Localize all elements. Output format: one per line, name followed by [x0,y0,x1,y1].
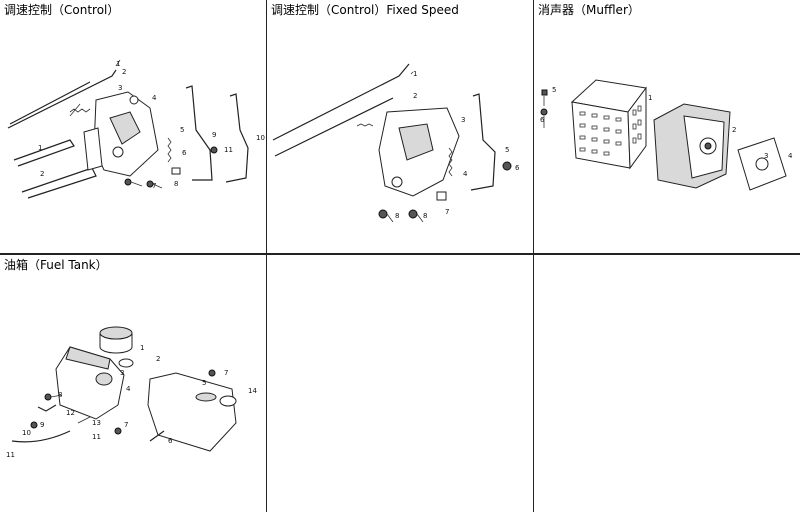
callout-label: 6 [515,164,520,172]
panel-title: 消声器（Muffler） [538,3,640,17]
control-fixed-drawing: 1 2 3 4 5 6 7 8 8 [272,63,520,223]
callout-label: 9 [212,131,216,139]
callout-label: 11 [6,451,15,459]
panel-control-fixed-speed: 调速控制（Control）Fixed Speed 1 2 3 4 5 6 7 8… [267,0,533,253]
callout-label: 3 [764,152,768,160]
callout-label: 7 [224,369,228,377]
panel-control: 调速控制（Control） 1 2 3 4 1 2 5 6 7 [0,0,266,253]
callout-label: 4 [788,152,793,160]
callout-label: 10 [256,134,265,142]
callout-label: 7 [445,208,449,216]
callout-label: 4 [126,385,131,393]
callout-label: 2 [413,92,417,100]
panel-title: 调速控制（Control）Fixed Speed [271,3,459,17]
muffler-drawing: 5 6 1 2 3 4 [540,79,793,191]
callout-label: 4 [463,170,468,178]
control-lever-9 [185,85,213,181]
callout-label: 8 [395,212,399,220]
callout-label: 8 [174,180,178,188]
panel-empty-1 [267,255,533,512]
callout-label: 1 [413,70,417,78]
fixed-rod-2 [274,97,394,157]
callout-label: 12 [66,409,75,417]
callout-label: 2 [40,170,44,178]
callout-label: 7 [124,421,128,429]
fuel-tank-drawing: 1 2 3 4 5 6 7 8 9 10 11 11 12 13 14 7 [6,326,257,459]
control-rod-1 [7,69,117,129]
panel-muffler: 消声器（Muffler） 5 6 1 2 3 4 [534,0,800,253]
callout-label: 8 [423,212,427,220]
callout-label: 11 [224,146,233,154]
callout-label: 1 [648,94,652,102]
control-drawing: 1 2 3 4 1 2 5 6 7 8 9 10 11 [7,59,265,199]
callout-label: 14 [248,387,257,395]
callout-label: 5 [202,379,206,387]
callout-label: 13 [92,419,101,427]
callout-label: 1 [38,144,42,152]
fixed-rod-1 [272,63,410,141]
callout-label: 9 [40,421,44,429]
panel-title: 调速控制（Control） [4,3,120,17]
divider-vertical-2 [533,0,534,512]
callout-label: 5 [180,126,184,134]
callout-label: 4 [152,94,157,102]
callout-label: 3 [118,84,122,92]
fuel-hose [11,430,71,443]
callout-label: 8 [58,391,62,399]
callout-label: 2 [732,126,736,134]
callout-label: 6 [182,149,187,157]
callout-label: 10 [22,429,31,437]
fixed-spring [448,147,453,177]
control-rod-2 [13,139,75,167]
callout-label: 2 [156,355,160,363]
callout-label: 3 [120,369,124,377]
callout-label: 2 [122,68,126,76]
divider-vertical-1 [266,0,267,512]
fixed-lever [470,93,496,191]
control-lever-10 [225,93,249,183]
callout-label: 5 [505,146,509,154]
callout-label: 5 [552,86,556,94]
panel-empty-2 [534,255,800,512]
panel-fuel-tank: 油箱（Fuel Tank） 1 2 3 4 5 6 7 8 9 10 11 11 [0,255,266,512]
divider-horizontal [0,253,800,255]
callout-label: 3 [461,116,465,124]
callout-label: 11 [92,433,101,441]
callout-label: 6 [540,116,545,124]
callout-label: 1 [116,60,120,68]
fuel-tank-b [147,372,237,452]
callout-label: 7 [152,182,156,190]
callout-label: 1 [140,344,144,352]
callout-label: 6 [168,437,173,445]
panel-title: 油箱（Fuel Tank） [4,258,108,272]
